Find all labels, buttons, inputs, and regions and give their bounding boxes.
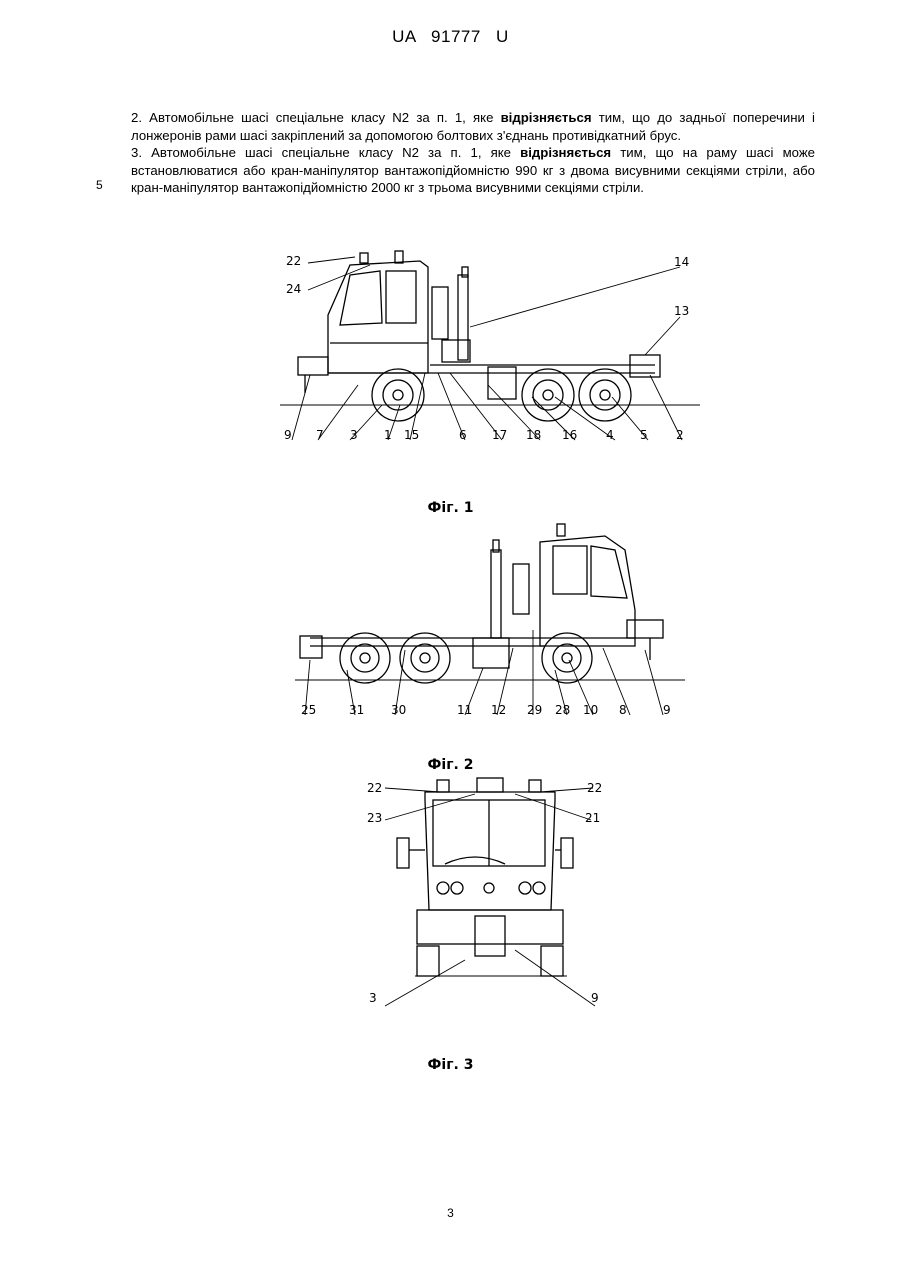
claim-3-bold: відрізняється [520, 145, 611, 160]
figure-2-drawing: 25 31 30 11 12 29 28 10 8 9 [285, 520, 695, 725]
claim-3-prefix: 3. Автомобільне шасі спеціальне класу N2… [131, 145, 520, 160]
fig3-label-4: 3 [369, 991, 377, 1005]
claim-3: 3. Автомобільне шасі спеціальне класу N2… [131, 144, 815, 197]
fig3-label-1: 23 [367, 811, 382, 825]
fig3-label-2: 22 [587, 781, 602, 795]
claim-2: 2. Автомобільне шасі спеціальне класу N2… [131, 109, 815, 144]
fig1-label-8: 15 [404, 428, 419, 442]
fig1-label-7: 1 [384, 428, 392, 442]
patent-number-header: UA 91777 U [0, 27, 901, 47]
fig1-label-6: 3 [350, 428, 358, 442]
fig2-label-7: 10 [583, 703, 598, 717]
figure-1-drawing: 22 24 14 13 9 7 3 1 15 6 17 18 16 4 5 2 [270, 245, 710, 470]
fig1-label-5: 7 [316, 428, 324, 442]
figure-1-caption: Фіг. 1 [0, 500, 901, 516]
fig2-label-0: 25 [301, 703, 316, 717]
line-number: 5 [96, 178, 103, 192]
fig1-label-4: 9 [284, 428, 292, 442]
fig2-label-8: 8 [619, 703, 627, 717]
fig1-label-9: 6 [459, 428, 467, 442]
fig1-label-11: 18 [526, 428, 541, 442]
fig1-label-15: 2 [676, 428, 684, 442]
fig2-label-9: 9 [663, 703, 671, 717]
fig1-label-12: 16 [562, 428, 577, 442]
fig1-label-3: 13 [674, 304, 689, 318]
page-number: 3 [0, 1206, 901, 1220]
fig1-label-1: 24 [286, 282, 301, 296]
claims-text: 2. Автомобільне шасі спеціальне класу N2… [131, 109, 815, 197]
figure-3-drawing: 22 23 22 21 3 9 [355, 770, 625, 1035]
fig1-label-0: 22 [286, 254, 301, 268]
fig1-label-13: 4 [606, 428, 614, 442]
fig3-label-3: 21 [585, 811, 600, 825]
fig2-label-2: 30 [391, 703, 406, 717]
fig2-label-4: 12 [491, 703, 506, 717]
figure-3-caption: Фіг. 3 [0, 1057, 901, 1073]
fig2-label-5: 29 [527, 703, 542, 717]
claim-2-bold: відрізняється [501, 110, 592, 125]
fig1-label-10: 17 [492, 428, 507, 442]
fig2-label-1: 31 [349, 703, 364, 717]
fig2-label-6: 28 [555, 703, 570, 717]
claim-2-prefix: 2. Автомобільне шасі спеціальне класу N2… [131, 110, 501, 125]
fig2-label-3: 11 [457, 703, 472, 717]
fig1-label-14: 5 [640, 428, 648, 442]
fig3-label-5: 9 [591, 991, 599, 1005]
fig3-label-0: 22 [367, 781, 382, 795]
fig1-label-2: 14 [674, 255, 689, 269]
